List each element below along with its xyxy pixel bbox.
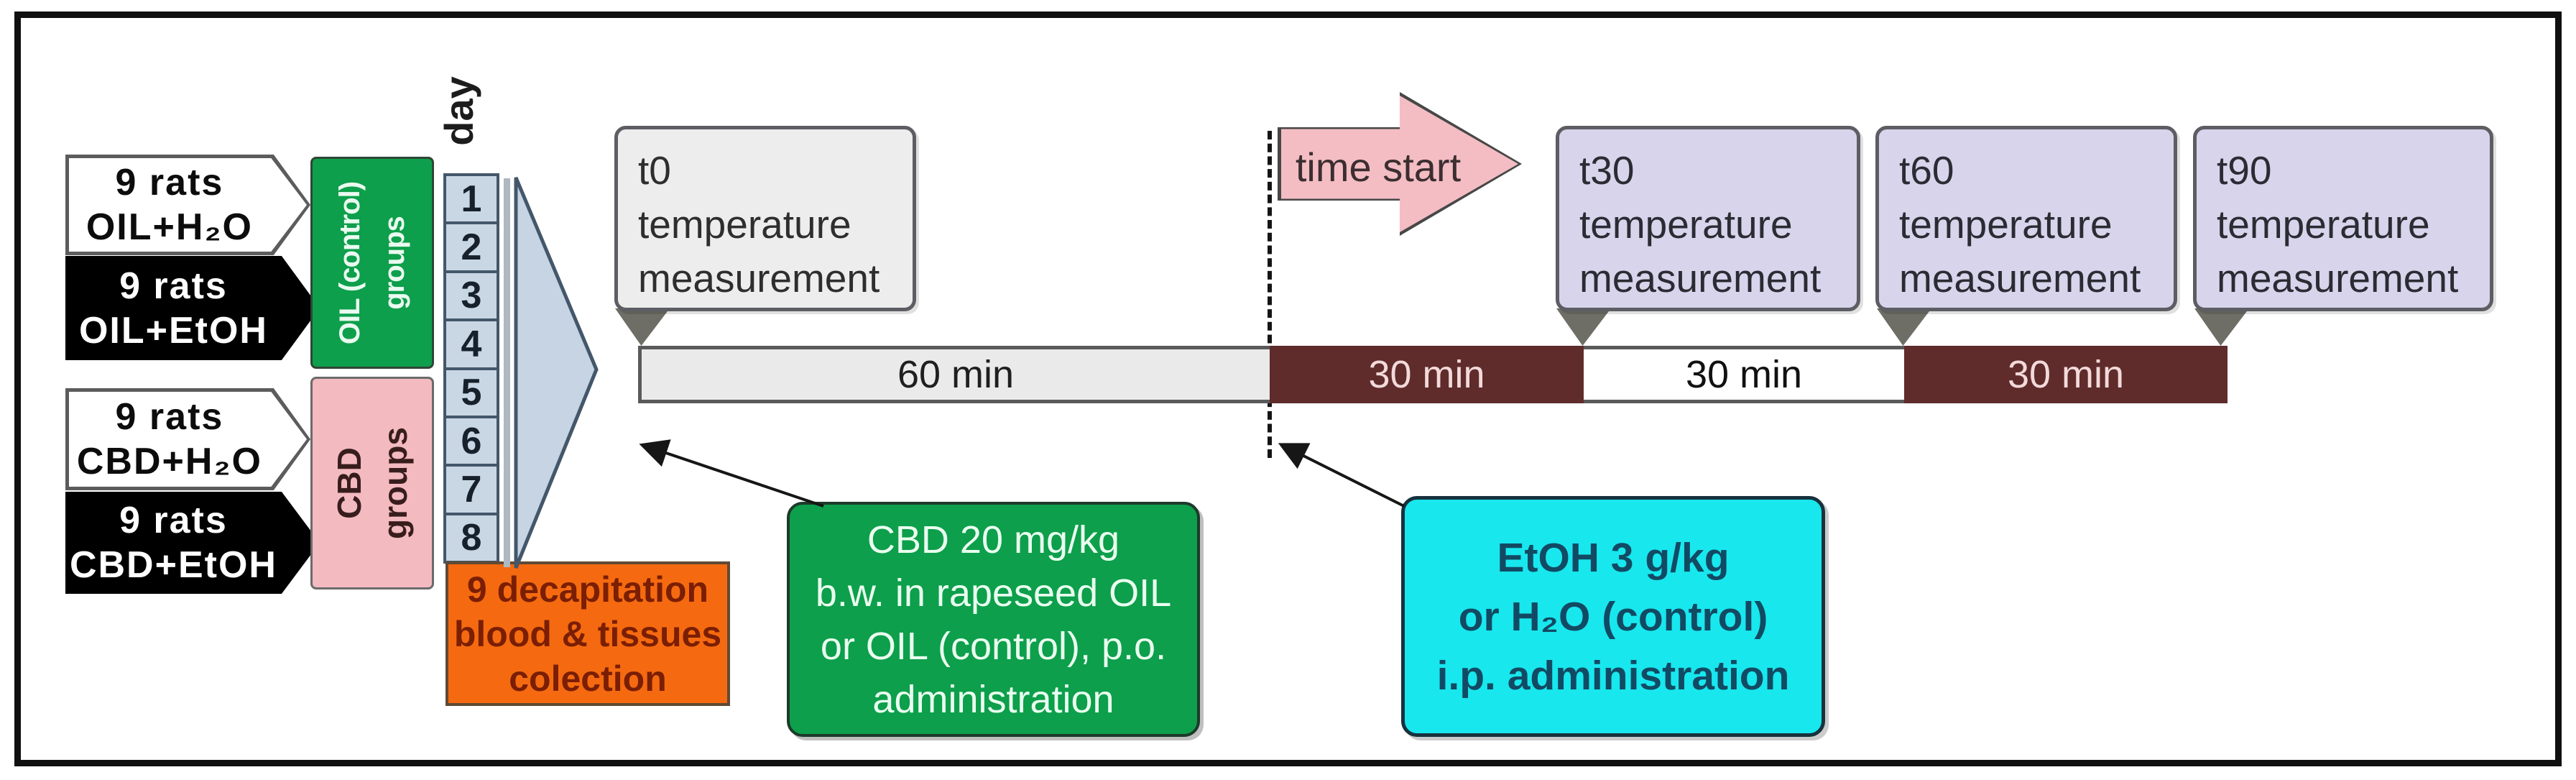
time-start-label: time start xyxy=(1295,144,1462,190)
measurement-time: t90 xyxy=(2217,148,2272,193)
time-start-dashed-line xyxy=(1268,131,1272,458)
cbd-admin-line: administration xyxy=(872,677,1114,721)
cbd-admin-line: b.w. in rapeseed OIL xyxy=(815,571,1172,615)
decapitation-line: 9 decapitation xyxy=(466,569,709,610)
day-cell: 5 xyxy=(443,367,499,418)
cohort-treatment: OIL+EtOH xyxy=(78,309,268,352)
cohort-label: 9 rats OIL+EtOH xyxy=(65,256,282,360)
cbd-admin-line: CBD 20 mg/kg xyxy=(867,518,1120,561)
chevron-fill xyxy=(69,392,307,487)
measurement-word: measurement xyxy=(2217,256,2459,300)
day-cell: 4 xyxy=(443,318,499,370)
measurement-box-t60: t60 temperature measurement xyxy=(1875,126,2177,311)
measurement-word: temperature xyxy=(1899,202,2113,247)
cohort-treatment: OIL+H₂O xyxy=(86,206,253,248)
funnel-triangle xyxy=(504,177,599,569)
day-cell: 3 xyxy=(443,270,499,322)
cohort-treatment: CBD+EtOH xyxy=(69,544,277,586)
measurement-time: t60 xyxy=(1899,148,1954,193)
timeline-bar: 60 min 30 min 30 min 30 min xyxy=(638,346,2228,403)
etoh-admin-line: or H₂O (control) xyxy=(1458,593,1768,640)
timeline-segment-30min-3: 30 min xyxy=(1904,346,2228,403)
cohort-count: 9 rats xyxy=(115,396,224,438)
cohort-count: 9 rats xyxy=(119,500,228,541)
measurement-word: measurement xyxy=(1579,256,1822,300)
group-box-label: CBD groups xyxy=(326,427,418,539)
timeline-segment-30min-1: 30 min xyxy=(1270,346,1584,403)
cohort-arrow-cbd-h2o: 9 rats CBD+H₂O xyxy=(65,388,310,490)
day-axis-label-text: day xyxy=(435,76,481,146)
cohort-label: 9 rats CBD+H₂O xyxy=(65,388,274,490)
timeline-segment-30min-2: 30 min xyxy=(1584,346,1904,403)
triangle-shape xyxy=(514,177,599,569)
chevron-fill xyxy=(69,260,316,357)
decapitation-line: colection xyxy=(509,658,667,699)
cohort-arrow-cbd-etoh: 9 rats CBD+EtOH xyxy=(65,492,320,594)
day-cell: 8 xyxy=(443,512,499,564)
day-cell: 2 xyxy=(443,221,499,273)
measurement-box-t0: t0 temperature measurement xyxy=(614,126,916,311)
day-axis-label: day xyxy=(423,59,494,163)
cohort-count: 9 rats xyxy=(115,162,224,203)
measurement-time: t30 xyxy=(1579,148,1635,193)
triangle-shadow-strip xyxy=(504,178,510,567)
group-label-line: groups xyxy=(379,216,410,310)
decapitation-box: 9 decapitation blood & tissues colection xyxy=(446,561,730,706)
measurement-word: measurement xyxy=(1899,256,2141,300)
day-cell: 7 xyxy=(443,464,499,515)
cbd-administration-box: CBD 20 mg/kg b.w. in rapeseed OIL or OIL… xyxy=(787,502,1200,737)
cohort-arrow-oil-etoh: 9 rats OIL+EtOH xyxy=(65,256,320,360)
group-label-line: OIL (control) xyxy=(334,181,366,344)
group-box-oil-control: OIL (control) groups xyxy=(310,157,434,369)
cohort-count: 9 rats xyxy=(119,265,228,307)
etoh-admin-line: EtOH 3 g/kg xyxy=(1497,534,1730,581)
measurement-word: temperature xyxy=(638,202,851,247)
decapitation-line: blood & tissues xyxy=(453,613,722,654)
measurement-box-t90: t90 temperature measurement xyxy=(2193,126,2493,311)
time-start-arrow: time start xyxy=(1278,92,1522,236)
group-label-line: CBD xyxy=(330,447,368,519)
measurement-word: temperature xyxy=(2217,202,2430,247)
measurement-word: temperature xyxy=(1579,202,1793,247)
cohort-arrow-oil-h2o: 9 rats OIL+H₂O xyxy=(65,155,310,255)
measurement-box-t30: t30 temperature measurement xyxy=(1556,126,1860,311)
cbd-admin-line: or OIL (control), p.o. xyxy=(820,624,1167,668)
measurement-word: measurement xyxy=(638,256,880,300)
measurement-time: t0 xyxy=(638,148,671,193)
day-cell: 6 xyxy=(443,415,499,467)
group-box-label: OIL (control) groups xyxy=(328,181,417,344)
etoh-administration-box: EtOH 3 g/kg or H₂O (control) i.p. admini… xyxy=(1401,496,1825,737)
chevron-fill xyxy=(69,495,316,590)
etoh-admin-line: i.p. administration xyxy=(1436,652,1790,699)
day-cell: 1 xyxy=(443,173,499,225)
group-box-cbd: CBD groups xyxy=(310,377,434,589)
cohort-label: 9 rats CBD+EtOH xyxy=(65,492,282,594)
cohort-label: 9 rats OIL+H₂O xyxy=(65,155,274,255)
day-column: 1 2 3 4 5 6 7 8 xyxy=(443,173,499,564)
timeline-segment-60min: 60 min xyxy=(638,346,1270,403)
group-label-line: groups xyxy=(376,427,414,539)
cohort-treatment: CBD+H₂O xyxy=(76,441,262,482)
chevron-fill xyxy=(69,158,307,252)
